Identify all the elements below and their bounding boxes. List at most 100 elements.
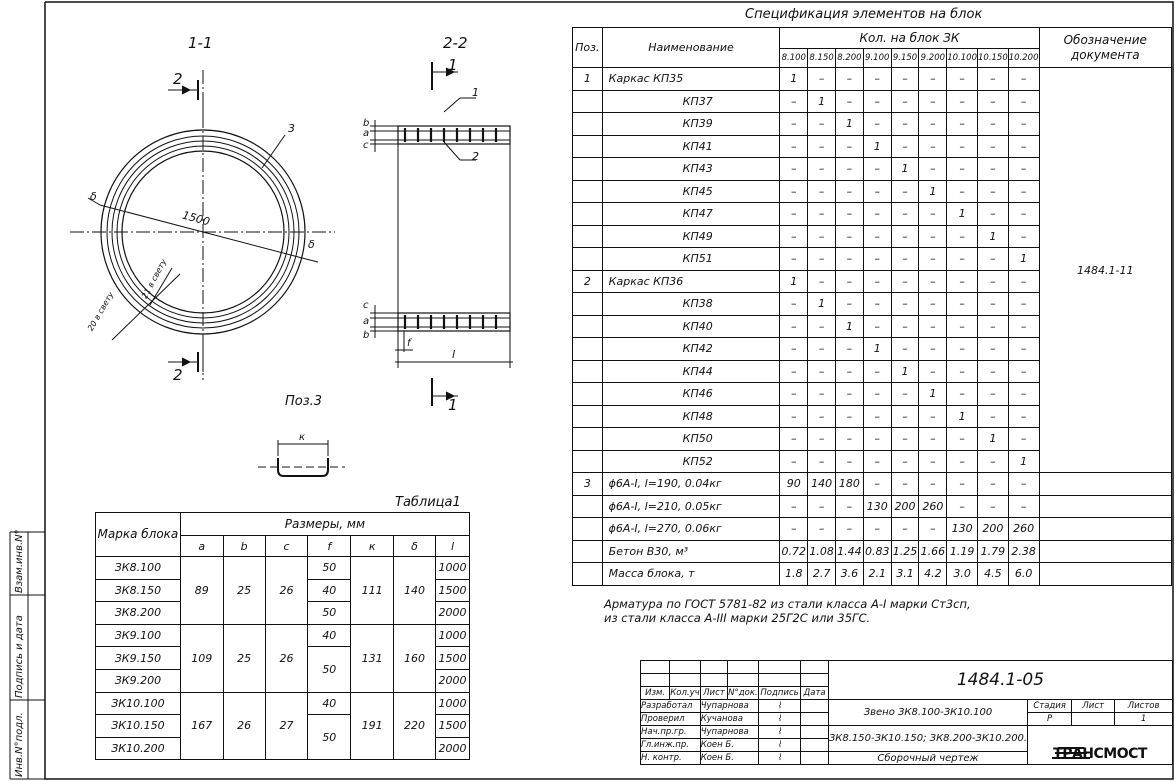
dims-l: 1000 bbox=[434, 623, 471, 648]
spec-qty: – bbox=[1007, 202, 1040, 226]
spec-qty: 130 bbox=[946, 517, 978, 541]
spec-row: КП44––––1–––– bbox=[572, 359, 1172, 383]
spec-qty: – bbox=[946, 449, 978, 473]
spec-qty: – bbox=[835, 67, 864, 91]
spec-qty: – bbox=[977, 382, 1009, 406]
title-block: 1484.1-05 Изм. Кол.уч Лист N°док. Подпис… bbox=[639, 660, 1174, 765]
spec-qty: – bbox=[835, 224, 864, 248]
spec-qty: – bbox=[918, 292, 948, 316]
spec-qty: – bbox=[1007, 292, 1040, 316]
signature-3: ⌇ bbox=[757, 738, 802, 752]
spec-name: КП49 bbox=[601, 224, 781, 248]
spec-qty: – bbox=[1007, 157, 1040, 181]
spec-qty: – bbox=[862, 89, 892, 113]
spec-qty: – bbox=[807, 269, 836, 293]
spec-qty: 200 bbox=[977, 517, 1009, 541]
spec-qty: – bbox=[977, 404, 1009, 428]
spec-qty: – bbox=[946, 382, 978, 406]
spec-qty: – bbox=[890, 517, 920, 541]
dims-l: 1000 bbox=[434, 556, 471, 580]
spec-qty: – bbox=[807, 247, 836, 271]
dims-l: 1500 bbox=[434, 578, 471, 603]
spec-qty: – bbox=[977, 67, 1009, 91]
spec-qty: – bbox=[890, 337, 920, 361]
role-3: Гл.инж.пр. bbox=[640, 738, 701, 752]
spec-qty: – bbox=[779, 224, 809, 248]
spec-qty: – bbox=[977, 359, 1009, 383]
spec-qty: – bbox=[835, 292, 864, 316]
spec-qty: – bbox=[835, 382, 864, 406]
spec-row: КП48––––––1–– bbox=[572, 404, 1172, 428]
spec-qty: – bbox=[862, 359, 892, 383]
spec-qty: 0.83 bbox=[862, 539, 892, 563]
dim-b-bottom: b bbox=[363, 330, 370, 341]
spec-qty: – bbox=[862, 427, 892, 451]
dims-mark: ЗК9.150 bbox=[95, 646, 181, 670]
spec-qty: – bbox=[807, 494, 836, 518]
dims-l: 1500 bbox=[434, 714, 471, 738]
spec-qty: 180 bbox=[835, 472, 864, 496]
spec-qty: 4.2 bbox=[918, 562, 948, 586]
spec-qty: – bbox=[862, 292, 892, 316]
dim-k-label: к bbox=[299, 432, 306, 443]
spec-qty: 1 bbox=[779, 67, 809, 91]
spec-subcol-5: 9.200 bbox=[918, 48, 948, 68]
spec-qty: 1.44 bbox=[835, 539, 864, 563]
spec-qty: 3.0 bbox=[946, 562, 978, 586]
dim-b-top: b bbox=[363, 118, 370, 129]
spec-qty: – bbox=[779, 337, 809, 361]
side-vzam: Взам.инв.N° bbox=[14, 529, 25, 593]
spec-doc-value: 1484.1-11 bbox=[1038, 67, 1172, 473]
spec-qty: – bbox=[835, 202, 864, 226]
spec-qty: – bbox=[977, 247, 1009, 271]
spec-qty: – bbox=[779, 157, 809, 181]
dims-mark: ЗК10.200 bbox=[95, 736, 181, 761]
pos1-leader-label: 1 bbox=[472, 86, 479, 99]
dim-a-top: a bbox=[363, 128, 370, 139]
spec-qty: – bbox=[977, 134, 1009, 158]
spec-row: КП47––––––1–– bbox=[572, 202, 1172, 226]
spec-qty: – bbox=[862, 247, 892, 271]
spec-qty: – bbox=[918, 337, 948, 361]
spec-qty: – bbox=[890, 314, 920, 338]
spec-qty: – bbox=[807, 404, 836, 428]
spec-qty: 1 bbox=[862, 134, 892, 158]
section-2-2-label: 2-2 bbox=[443, 34, 468, 52]
dims-mark: ЗК8.150 bbox=[95, 578, 181, 603]
spec-qty: 1.25 bbox=[890, 539, 920, 563]
spec-qty: – bbox=[890, 224, 920, 248]
spec-qty: – bbox=[977, 179, 1009, 203]
dims-col-4: к bbox=[350, 535, 395, 557]
dims-k: 111 bbox=[350, 556, 395, 625]
spec-qty: 1 bbox=[918, 382, 948, 406]
spec-qty: 1 bbox=[835, 314, 864, 338]
poz3-label: Поз.3 bbox=[285, 394, 323, 409]
spec-qty: – bbox=[807, 517, 836, 541]
spec-qty: 130 bbox=[862, 494, 892, 518]
spec-row: КП45–––––1––– bbox=[572, 179, 1172, 203]
spec-qty: – bbox=[918, 202, 948, 226]
dims-k: 131 bbox=[350, 623, 395, 693]
spec-qty: – bbox=[835, 89, 864, 113]
dims-k: 191 bbox=[350, 691, 395, 761]
spec-qty: 200 bbox=[890, 494, 920, 518]
spec-header-doc: Обозначение документа bbox=[1038, 27, 1172, 68]
spec-subcol-8: 10.200 bbox=[1007, 48, 1040, 68]
spec-qty: 1 bbox=[807, 89, 836, 113]
spec-qty: – bbox=[946, 427, 978, 451]
stamp-h-sheets: Листов bbox=[1114, 699, 1173, 713]
person-0: Чупарнова bbox=[699, 699, 759, 713]
spec-qty: – bbox=[1007, 67, 1040, 91]
spec-qty: – bbox=[862, 269, 892, 293]
spec-qty: – bbox=[807, 179, 836, 203]
side-podpis: Подпись и дата bbox=[14, 615, 25, 698]
stamp-h-izm: Изм. bbox=[639, 686, 671, 700]
spec-pos bbox=[572, 112, 603, 136]
spec-subcol-0: 8.100 bbox=[779, 48, 809, 68]
dims-f: 50 bbox=[307, 556, 352, 580]
pos3-leader-label: 3 bbox=[288, 122, 295, 135]
dims-f: 40 bbox=[307, 623, 352, 648]
